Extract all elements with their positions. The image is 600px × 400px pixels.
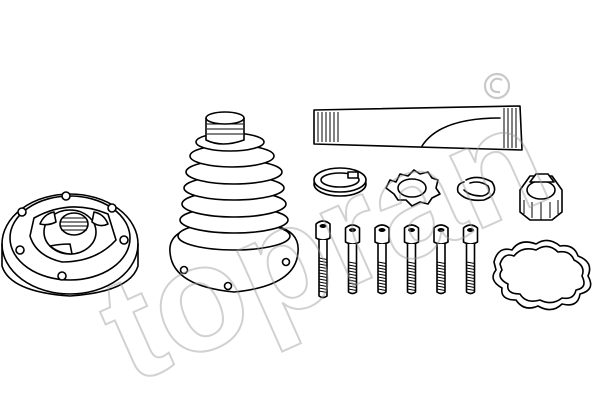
bellows-boot xyxy=(169,111,299,293)
circlip xyxy=(456,176,496,202)
grease-tube xyxy=(313,105,523,151)
bolts xyxy=(315,220,479,299)
bolt-icon xyxy=(315,220,331,299)
hex-nut xyxy=(519,173,563,221)
bolt-icon xyxy=(433,224,449,295)
lock-washer xyxy=(385,169,441,207)
cv-joint xyxy=(1,191,139,297)
hose-clamp xyxy=(313,167,367,197)
copyright-icon xyxy=(483,72,511,100)
bolt-icon xyxy=(374,224,390,295)
bolt-icon xyxy=(403,224,420,295)
bolt-icon xyxy=(462,224,479,295)
bolt-icon xyxy=(344,224,361,295)
gasket xyxy=(492,239,592,311)
